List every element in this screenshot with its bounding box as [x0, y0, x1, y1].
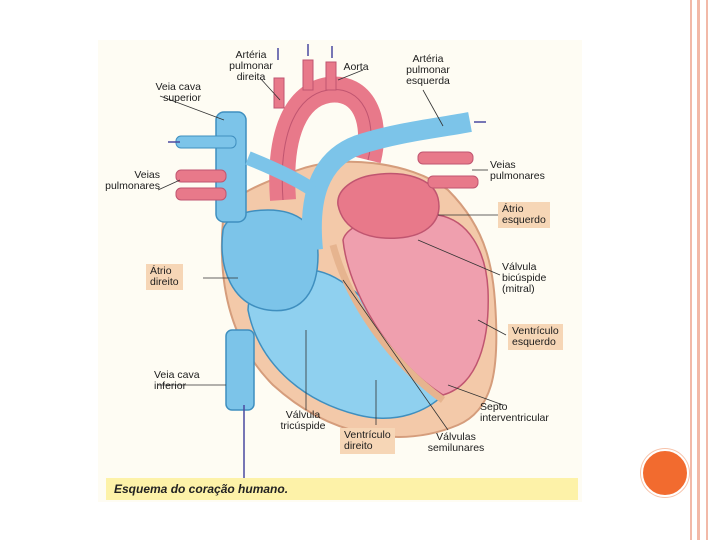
label-arteria-pulmonar-esquerda: Artéria pulmonar esquerda — [388, 54, 468, 87]
slide-border-line — [697, 0, 700, 540]
caption-bar: Esquema do coração humano. — [106, 478, 578, 500]
label-veias-pulmonares-left: Veias pulmonares — [98, 170, 160, 192]
inferior-vena-cava — [226, 330, 254, 410]
label-valvula-tricuspide: Válvula tricúspide — [268, 410, 338, 432]
label-septo-interventricular: Septo interventricular — [480, 402, 580, 424]
slide-border-line — [706, 0, 708, 540]
label-valvulas-semilunares: Válvulas semilunares — [416, 432, 496, 454]
label-aorta: Aorta — [336, 62, 376, 73]
slide-border-line — [690, 0, 692, 540]
label-veia-cava-inferior: Veia cava inferior — [154, 370, 229, 392]
superior-vena-cava — [216, 112, 246, 222]
label-valvula-bicuspide: Válvula bicúspide (mitral) — [502, 262, 582, 295]
figure-caption: Esquema do coração humano. — [114, 482, 288, 496]
label-veias-pulmonares-right: Veias pulmonares — [490, 160, 570, 182]
decorative-circle — [641, 449, 689, 497]
left-atrium — [338, 174, 439, 239]
label-arteria-pulmonar-direita: Artéria pulmonar direita — [216, 50, 286, 83]
label-veia-cava-superior: Veia cava superior — [126, 82, 201, 104]
heart-diagram-figure: Artéria pulmonar direita Aorta Artéria p… — [98, 40, 582, 502]
label-ventriculo-esquerdo: Ventrículo esquerdo — [508, 324, 563, 350]
label-atrio-esquerdo: Átrio esquerdo — [498, 202, 550, 228]
label-ventriculo-direito: Ventrículo direito — [340, 428, 395, 454]
label-atrio-direito: Átrio direito — [146, 264, 183, 290]
